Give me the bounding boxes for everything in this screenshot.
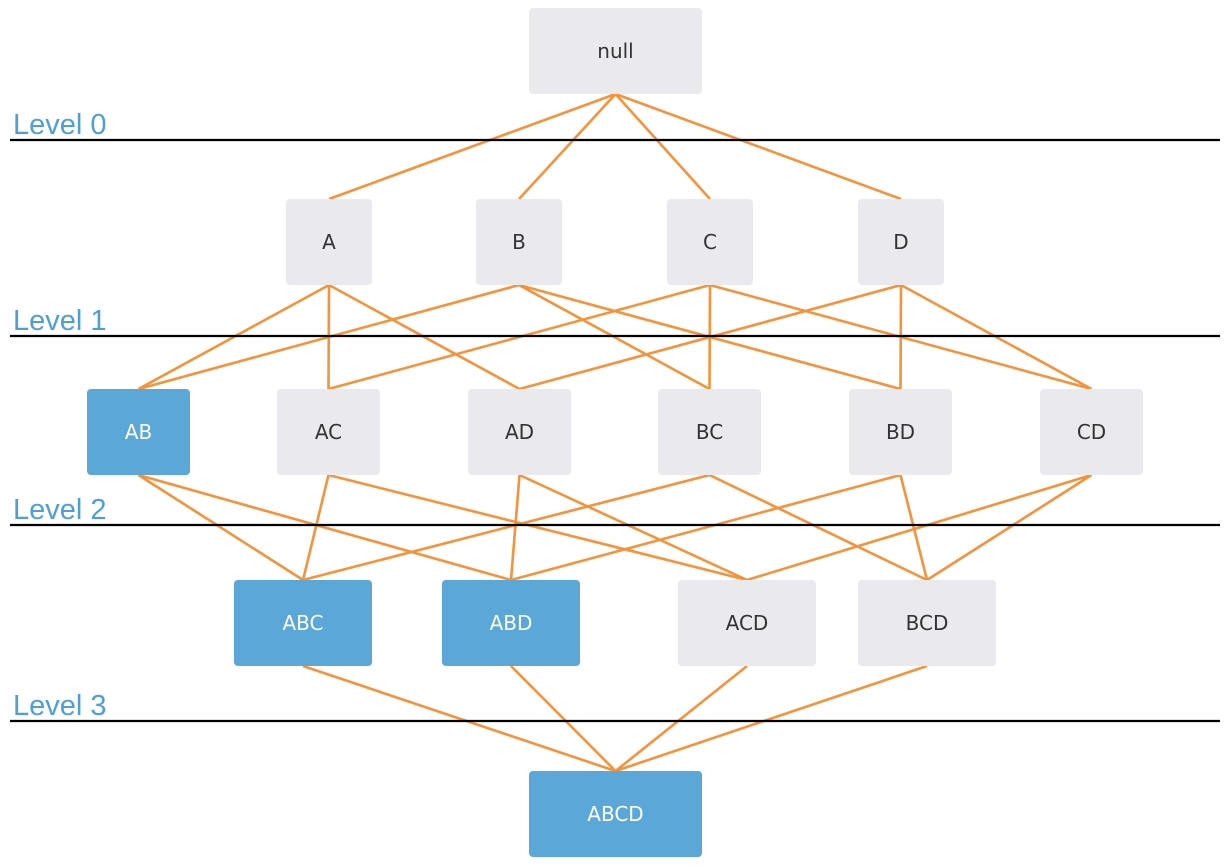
node-box-c: [667, 199, 753, 285]
node-box-abd: [442, 580, 580, 666]
node-abc: ABC: [234, 580, 372, 666]
node-null: null: [529, 8, 702, 94]
edge-ACD-ABCD: [614, 664, 748, 773]
node-box-b: [476, 199, 562, 285]
node-label-ab: AB: [125, 420, 152, 444]
edge-CD-ACD: [746, 473, 1092, 582]
node-label-cd: CD: [1077, 420, 1106, 444]
edge-BD-BCD: [899, 474, 929, 581]
node-abcd: ABCD: [529, 771, 702, 857]
edge-ABC-ABCD: [302, 664, 616, 773]
node-b: B: [476, 199, 562, 285]
level-0-label: Level 0: [13, 109, 107, 141]
node-box-abcd: [529, 771, 702, 857]
edge-BD-ABD: [510, 473, 901, 582]
level-3-label: Level 3: [13, 690, 107, 722]
node-d: D: [858, 199, 944, 285]
node-box-null: [529, 8, 702, 94]
edge-ABD-ABCD: [510, 665, 617, 772]
node-box-abc: [234, 580, 372, 666]
node-box-ab: [87, 389, 190, 475]
edge-BCD-ABCD: [615, 664, 928, 773]
node-bc: BC: [658, 389, 761, 475]
node-box-cd: [1040, 389, 1143, 475]
node-label-null: null: [597, 39, 633, 63]
node-box-ad: [468, 389, 571, 475]
node-acd: ACD: [678, 580, 816, 666]
level-2-label: Level 2: [13, 494, 107, 526]
node-box-bd: [849, 389, 952, 475]
edge-null-B: [518, 93, 617, 200]
node-ab: AB: [87, 389, 190, 475]
edge-AD-ABD: [509, 474, 521, 581]
edge-AC-ABC: [301, 474, 330, 581]
node-label-bcd: BCD: [906, 611, 949, 635]
node-box-ac: [277, 389, 380, 475]
edge-null-A: [328, 92, 616, 201]
node-a: A: [286, 199, 372, 285]
node-box-a: [286, 199, 372, 285]
node-box-d: [858, 199, 944, 285]
node-ac: AC: [277, 389, 380, 475]
node-box-bcd: [858, 580, 996, 666]
node-abd: ABD: [442, 580, 580, 666]
edge-AC-ACD: [328, 473, 748, 582]
edge-AB-ABD: [138, 473, 512, 582]
edge-AD-ACD: [518, 473, 748, 582]
node-label-ad: AD: [505, 420, 534, 444]
node-label-d: D: [893, 230, 908, 254]
node-label-ac: AC: [315, 420, 342, 444]
level-1-label: Level 1: [13, 305, 107, 337]
node-c: C: [667, 199, 753, 285]
node-label-b: B: [512, 230, 526, 254]
node-label-abcd: ABCD: [587, 802, 643, 826]
node-label-bd: BD: [886, 420, 915, 444]
node-label-abd: ABD: [490, 611, 533, 635]
node-box-acd: [678, 580, 816, 666]
edge-null-D: [615, 92, 902, 201]
node-label-c: C: [703, 230, 717, 254]
edge-AB-ABC: [137, 473, 304, 582]
edge-BC-BCD: [708, 473, 928, 582]
node-ad: AD: [468, 389, 571, 475]
node-bcd: BCD: [858, 580, 996, 666]
node-bd: BD: [849, 389, 952, 475]
node-label-acd: ACD: [726, 611, 769, 635]
level-separators: Level 0 Level 1 Level 2 Level 3: [10, 109, 1220, 723]
node-label-a: A: [322, 230, 336, 254]
node-label-bc: BC: [696, 420, 723, 444]
node-label-abc: ABC: [282, 611, 323, 635]
node-cd: CD: [1040, 389, 1143, 475]
edge-null-C: [614, 93, 711, 200]
edge-CD-BCD: [926, 473, 1093, 582]
node-box-bc: [658, 389, 761, 475]
edge-BC-ABC: [302, 473, 710, 582]
